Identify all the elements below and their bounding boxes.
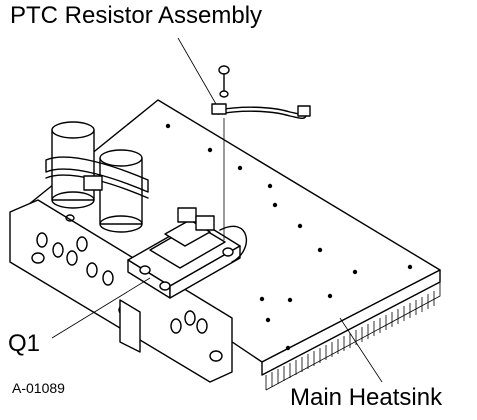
main-heatsink-label: Main Heatsink bbox=[290, 386, 442, 410]
ptc-mounting-screw bbox=[219, 66, 229, 97]
capacitor-left bbox=[52, 122, 94, 208]
ptc-leader-line bbox=[178, 38, 216, 104]
q1-label: Q1 bbox=[8, 332, 40, 356]
ptc-resistor-assembly-label: PTC Resistor Assembly bbox=[10, 4, 262, 28]
ptc-resistor-assembly bbox=[212, 104, 310, 118]
figure-id-label: A-01089 bbox=[12, 381, 65, 395]
capacitor-right bbox=[100, 150, 142, 232]
heatsink-leader-line bbox=[340, 318, 382, 382]
